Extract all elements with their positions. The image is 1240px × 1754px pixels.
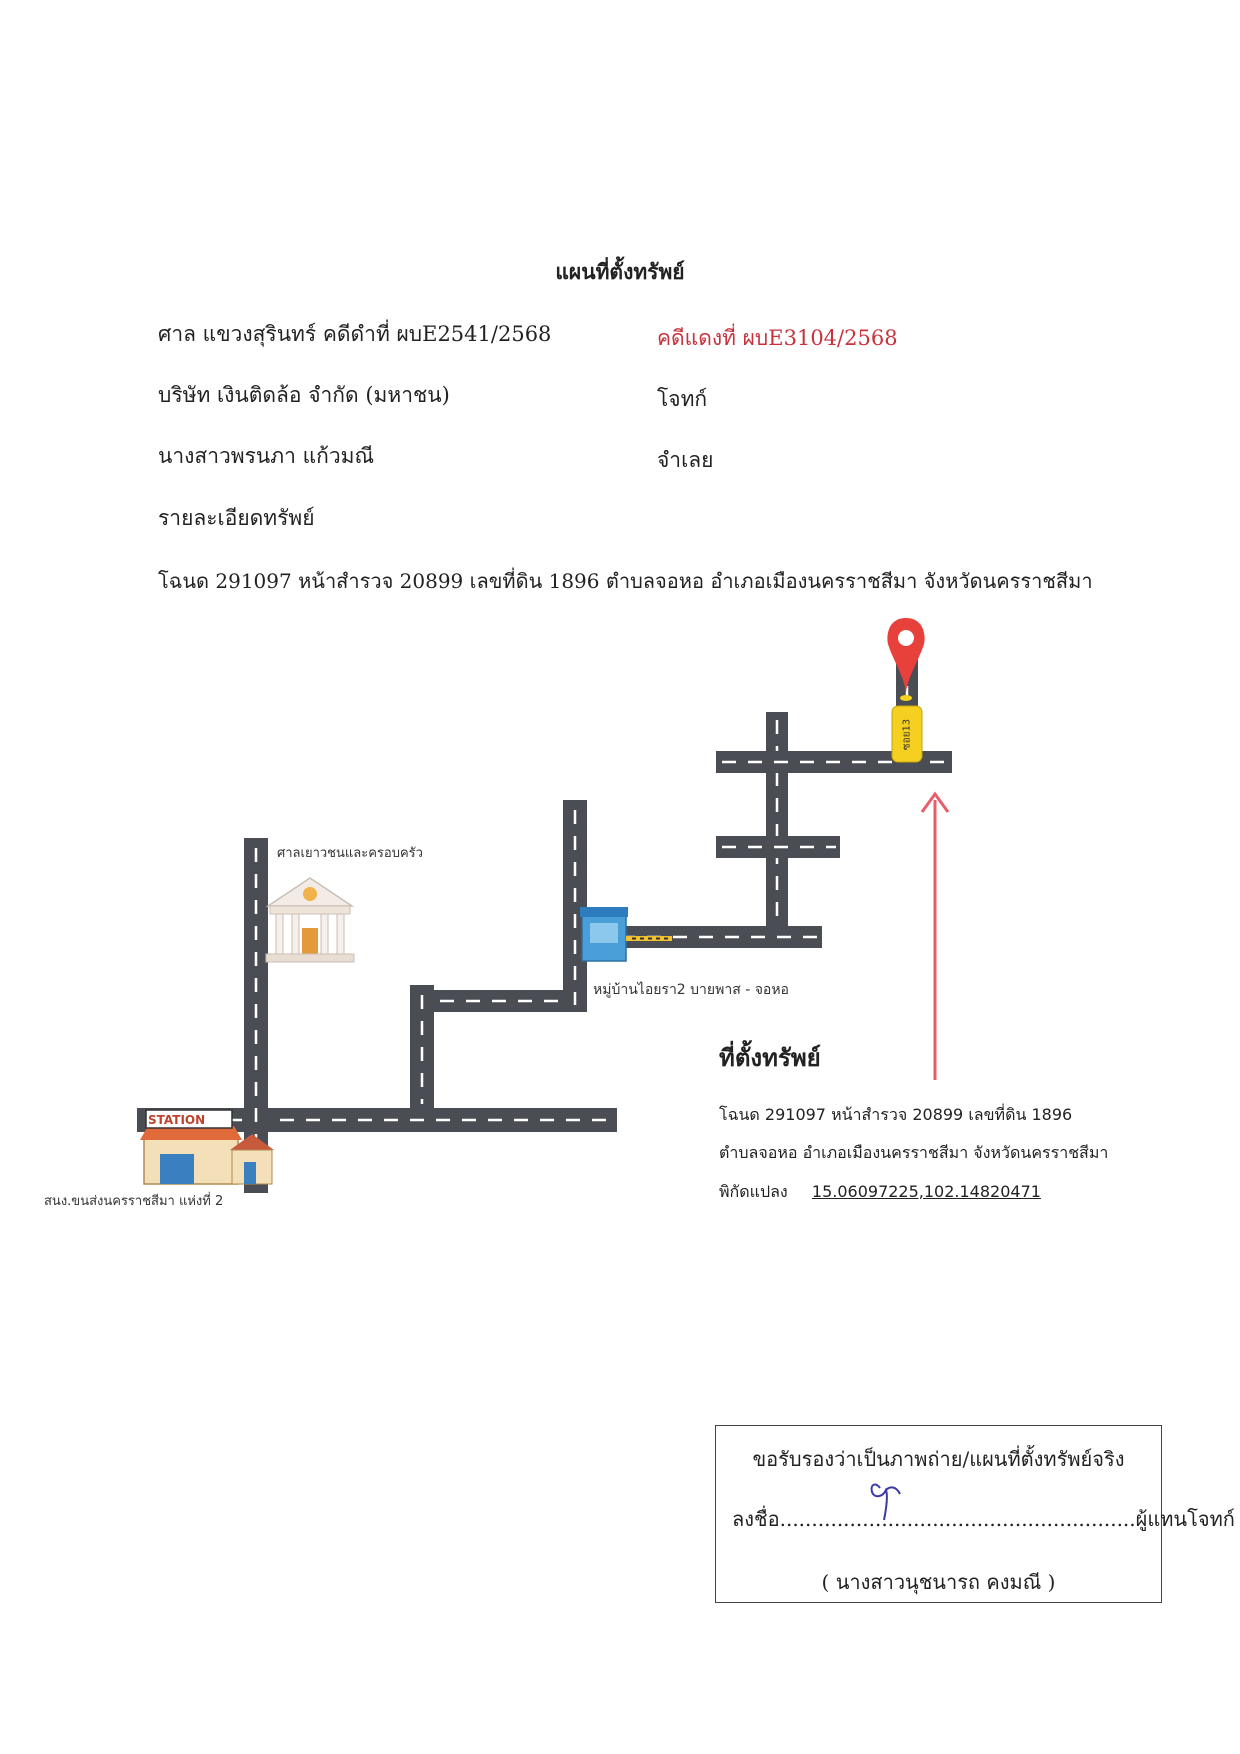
- court-building-icon: [265, 877, 355, 963]
- certification-statement: ขอรับรองว่าเป็นภาพถ่าย/แผนที่ตั้งทรัพย์จ…: [752, 1447, 1125, 1471]
- property-description: โฉนด 291097 หน้าสำรวจ 20899 เลขที่ดิน 18…: [158, 569, 1093, 593]
- soi13-sign: [891, 705, 923, 763]
- plaintiff-role: โจทก์: [657, 387, 708, 411]
- defendant-role: จำเลย: [657, 448, 714, 472]
- village-label: หมู่บ้านไอยรา2 บายพาส - จอหอ: [593, 982, 789, 998]
- document-title: แผนที่ตั้งทรัพย์: [555, 259, 685, 284]
- sign-dots-left: ..............................: [779, 1507, 971, 1531]
- red-case-number: คดีแดงที่ ผบE3104/2568: [657, 326, 898, 350]
- sign-suffix: ผู้แทนโจทก์: [1135, 1507, 1235, 1531]
- court-label: ศาลเยาวชนและครอบครัว: [277, 846, 423, 861]
- sign-prefix: ลงชื่อ: [732, 1507, 780, 1531]
- coords-value: 15.06097225,102.14820471: [811, 1182, 1041, 1201]
- station-label: สนง.ขนส่งนครราชสีมา แห่งที่ 2: [44, 1194, 224, 1209]
- location-arrow: [920, 791, 950, 1080]
- coords-row: พิกัดแปลง 15.06097225,102.14820471: [719, 1180, 1041, 1205]
- road-upper-vertical: [766, 712, 788, 926]
- plaintiff-name: บริษัท เงินติดล้อ จำกัด (มหาชน): [158, 383, 450, 407]
- signer-name: ( นางสาวนุชนารถ คงมณี ): [821, 1570, 1056, 1594]
- road-network: [137, 652, 952, 1193]
- soi13-sign-text: ซอย13: [901, 718, 913, 751]
- location-line-1: โฉนด 291097 หน้าสำรวจ 20899 เลขที่ดิน 18…: [719, 1105, 1073, 1124]
- location-title: ที่ตั้งทรัพย์: [719, 1044, 821, 1072]
- court-case-number: ศาล แขวงสุรินทร์ คดีดำที่ ผบE2541/2568: [158, 322, 552, 346]
- signature-row: ลงชื่อ..................................…: [732, 1503, 1235, 1535]
- certification-box: [715, 1425, 1162, 1603]
- location-line-2: ตำบลจอหอ อำเภอเมืองนครราชสีมา จังหวัดนคร…: [719, 1143, 1109, 1162]
- defendant-name: นางสาวพรนภา แก้วมณี: [158, 444, 374, 468]
- station-building-icon: [140, 1109, 274, 1185]
- coords-label: พิกัดแปลง: [719, 1182, 788, 1201]
- station-sign-text: STATION: [148, 1113, 206, 1127]
- road-second-vertical: [563, 800, 587, 1012]
- village-gate-icon: [580, 907, 672, 962]
- property-heading: รายละเอียดทรัพย์: [158, 506, 315, 530]
- location-pin-icon: [887, 618, 925, 701]
- sign-dots-right: ..........................: [970, 1507, 1136, 1531]
